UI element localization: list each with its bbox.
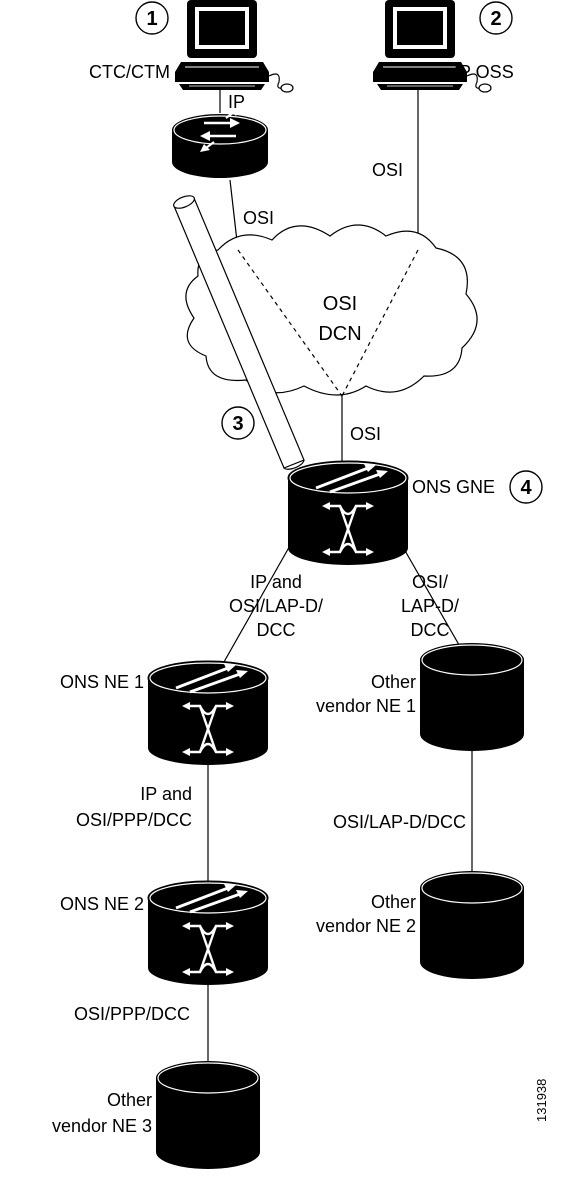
ons-ne2-label: ONS NE 2 xyxy=(60,894,144,914)
callout-circle-4 xyxy=(509,470,543,504)
cloud-label-osi: OSI xyxy=(323,293,357,315)
vendor-ne1-label-1: Other xyxy=(371,672,416,692)
gne-vendor1-label-1: OSI/ xyxy=(412,572,448,592)
ip-oss-label: IP OSS xyxy=(454,62,514,82)
link-label-ip: IP xyxy=(228,92,245,112)
vendor-ne3-label-1: Other xyxy=(107,1090,152,1110)
callout-1: 1 xyxy=(146,8,157,30)
vendor-ne2-label-2: vendor NE 2 xyxy=(316,916,416,936)
vendor-ne1-label-2: vendor NE 1 xyxy=(316,696,416,716)
gne-label: ONS GNE xyxy=(412,477,495,497)
router-icon xyxy=(172,108,268,178)
vendor-ne3-icon xyxy=(155,1060,261,1170)
callout-2: 2 xyxy=(490,8,501,30)
ctc-ctm-label: CTC/CTM xyxy=(89,62,170,82)
gne-vendor1-label-3: DCC xyxy=(411,620,450,640)
link-label-router-osi: OSI xyxy=(243,208,274,228)
ne1-ne2-label-1: IP and xyxy=(140,784,192,804)
callout-3: 3 xyxy=(232,413,243,435)
vendor-ne2-label-1: Other xyxy=(371,892,416,912)
vendor-ne1-icon xyxy=(419,642,525,752)
vendor-ne3-label-2: vendor NE 3 xyxy=(52,1116,152,1136)
callout-circle-3 xyxy=(221,406,255,440)
dashed-path-left-overlay xyxy=(237,249,343,397)
ons-gne-icon xyxy=(286,459,410,567)
callout-circle-2 xyxy=(479,1,513,35)
ons-ne1-icon xyxy=(146,659,270,767)
gne-ne1-label-1: IP and xyxy=(250,572,302,592)
vendor1-vendor2-label: OSI/LAP-D/DCC xyxy=(333,812,466,832)
ctc-computer-icon xyxy=(174,0,294,93)
gne-vendor1-label-2: LAP-D/ xyxy=(401,596,459,616)
link-gne-ne1 xyxy=(215,527,301,677)
ne2-vendor3-label: OSI/PPP/DCC xyxy=(74,1004,190,1024)
callout-circle-1 xyxy=(135,1,169,35)
ip-over-osi-tunnel xyxy=(173,195,305,470)
figure-id: 131938 xyxy=(534,1079,549,1122)
ons-ne2-icon xyxy=(146,879,270,987)
callout-4: 4 xyxy=(520,477,532,499)
gne-ne1-label-2: OSI/LAP-D/ xyxy=(229,596,323,616)
dashed-path-right-overlay xyxy=(341,249,419,397)
ne1-ne2-label-2: OSI/PPP/DCC xyxy=(76,810,192,830)
gne-ne1-label-3: DCC xyxy=(257,620,296,640)
cloud-label-dcn: DCN xyxy=(318,323,361,345)
link-label-oss-osi: OSI xyxy=(372,160,403,180)
link-label-cloud-gne: OSI xyxy=(350,424,381,444)
vendor-ne2-icon xyxy=(419,870,525,980)
ons-ne1-label: ONS NE 1 xyxy=(60,672,144,692)
